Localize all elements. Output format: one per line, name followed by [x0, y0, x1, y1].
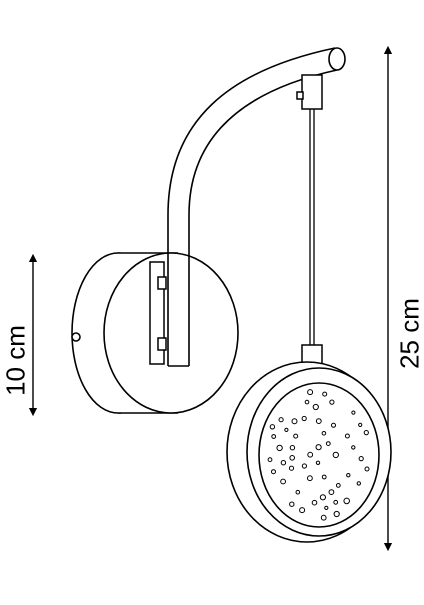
perforation-dot: [296, 490, 300, 494]
perforation-dot: [272, 470, 276, 474]
perforation-dot: [302, 464, 306, 468]
perforation-dot: [330, 400, 334, 404]
perforation-dot: [290, 446, 294, 450]
perforation-dot: [347, 474, 350, 477]
height-dimension-label: 25 cm: [395, 294, 424, 374]
perforation-dot: [322, 475, 326, 479]
perforation-dot: [316, 445, 321, 450]
perforation-dot: [352, 446, 355, 449]
perforation-dot: [357, 482, 360, 485]
perforation-dot: [333, 452, 338, 457]
mounting-bracket: [150, 262, 166, 364]
perforation-dot: [313, 404, 318, 409]
perforation-dot: [365, 467, 369, 471]
perforation-dot: [290, 456, 295, 461]
perforation-dot: [320, 495, 325, 500]
round-shade: [227, 362, 391, 542]
perforation-dot: [344, 498, 350, 504]
perforation-dot: [277, 445, 282, 450]
perforation-dot: [316, 461, 319, 464]
perforation-dot: [308, 476, 313, 481]
perforation-dot: [322, 432, 326, 436]
perforation-dot: [292, 419, 297, 424]
perforation-dot: [272, 435, 276, 439]
perforation-dot: [326, 442, 330, 446]
perforation-dot: [334, 511, 339, 516]
perforation-dot: [281, 479, 286, 484]
perforation-dot: [364, 431, 368, 435]
perforation-dot: [321, 515, 326, 520]
perforation-dot: [352, 411, 355, 414]
perforation-dot: [270, 425, 274, 429]
perforation-dot: [312, 500, 317, 505]
perforation-dot: [302, 416, 306, 420]
perforation-dot: [294, 434, 298, 438]
perforation-dot: [268, 458, 272, 462]
perforation-dot: [332, 423, 336, 427]
perforation-dot: [359, 457, 363, 461]
perforation-dot: [289, 466, 293, 470]
perforation-dot: [334, 500, 338, 504]
perforation-dot: [300, 508, 305, 513]
perforation-dot: [359, 423, 362, 426]
suspension-cable: [310, 109, 314, 345]
perforation-dot: [308, 452, 313, 457]
perforation-dot: [345, 434, 349, 438]
perforation-dot: [290, 502, 294, 506]
screw-icon: [72, 333, 80, 341]
perforation-dot: [316, 419, 321, 424]
perforation-dot: [308, 390, 313, 395]
perforation-dot: [305, 400, 309, 404]
perforation-dot: [336, 484, 340, 488]
width-dimension-label: 10 cm: [1, 321, 32, 401]
perforation-dot: [323, 392, 327, 396]
perforation-dot: [285, 428, 288, 431]
perforation-dot: [329, 490, 334, 495]
perforation-dot: [325, 506, 328, 509]
perforation-dot: [279, 418, 283, 422]
perforation-dot: [281, 461, 285, 465]
